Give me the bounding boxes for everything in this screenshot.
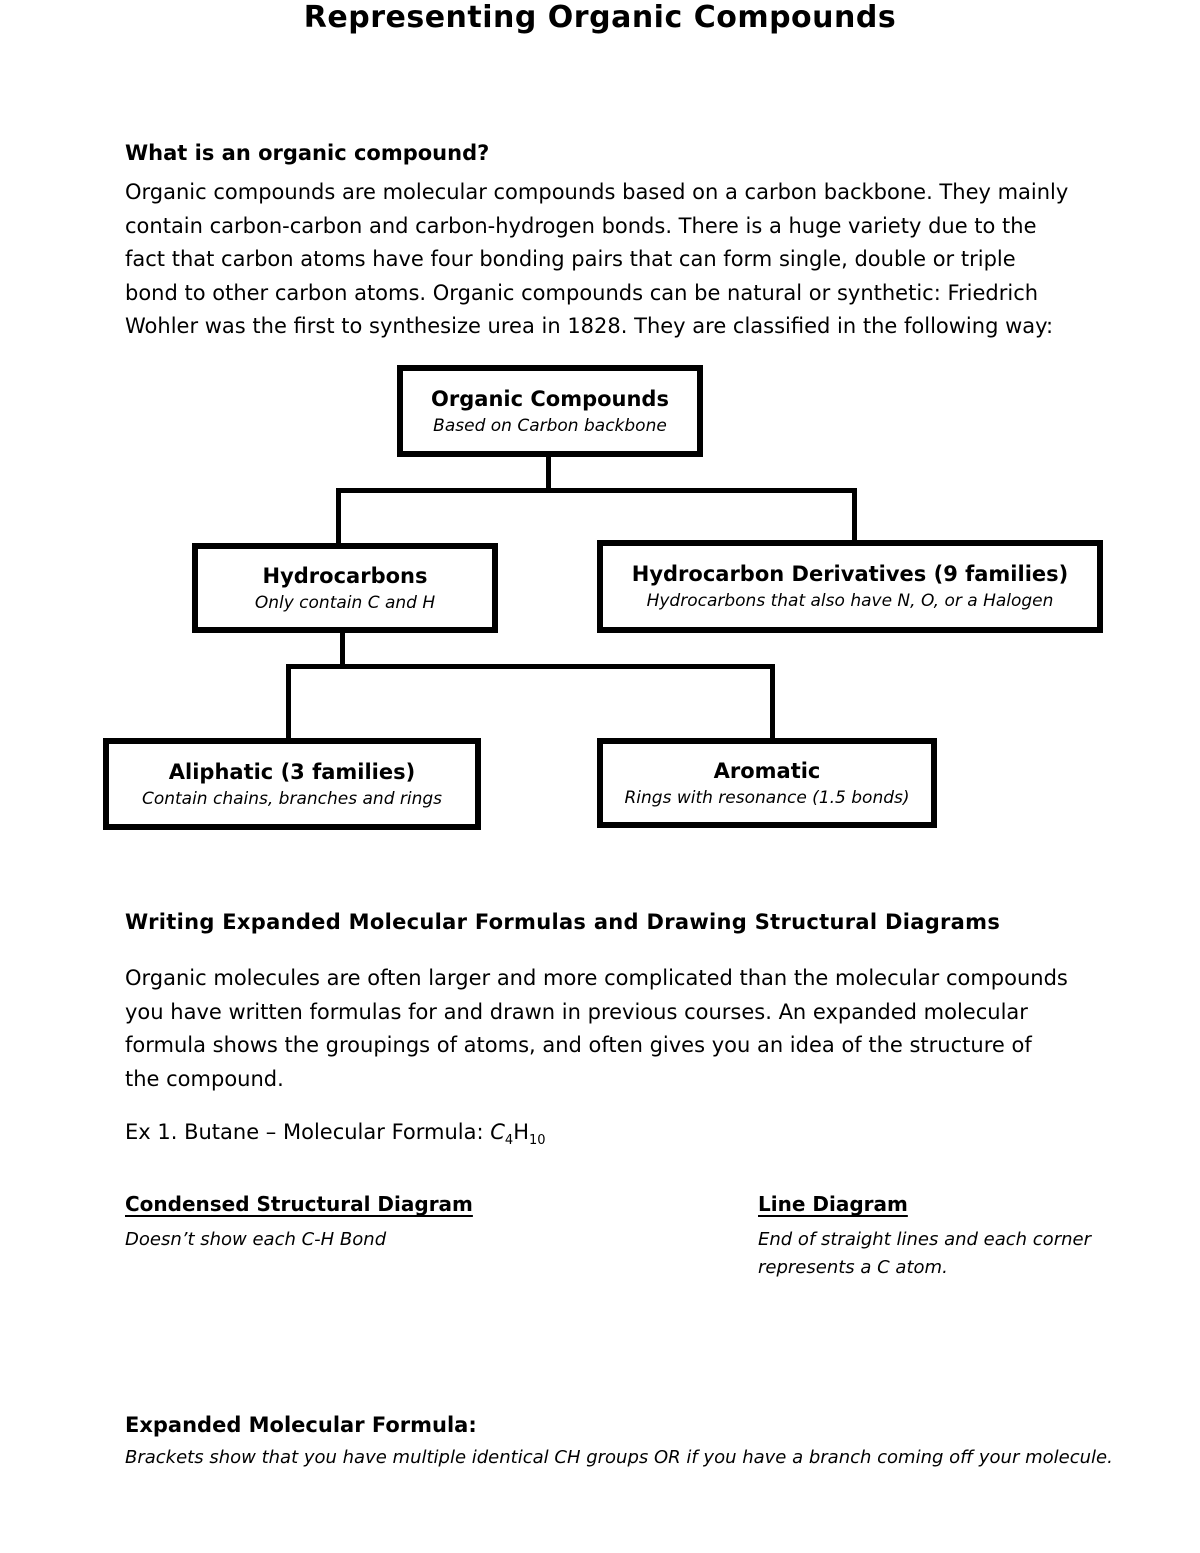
- line-diagram-heading: Line Diagram: [758, 1192, 908, 1216]
- section-paragraph: Organic molecules are often larger and m…: [125, 966, 1068, 1091]
- expanded-molecular-formula-heading: Expanded Molecular Formula:: [125, 1413, 477, 1437]
- node-subtitle: Based on Carbon backbone: [433, 415, 667, 436]
- flowchart-node-hydrocarbon-derivatives: Hydrocarbon Derivatives (9 families) Hyd…: [597, 540, 1103, 633]
- flowchart-node-organic-compounds: Organic Compounds Based on Carbon backbo…: [397, 365, 703, 457]
- condensed-structural-diagram-heading: Condensed Structural Diagram: [125, 1192, 473, 1216]
- condensed-structural-diagram-column: Condensed Structural Diagram Doesn’t sho…: [125, 1192, 473, 1254]
- node-title: Hydrocarbons: [262, 563, 428, 588]
- flowchart-node-aliphatic: Aliphatic (3 families) Contain chains, b…: [103, 738, 481, 830]
- node-title: Hydrocarbon Derivatives (9 families): [631, 562, 1069, 586]
- example-prefix: Ex 1. Butane – Molecular Formula:: [125, 1120, 491, 1144]
- formula-hydrogen-symbol: H: [513, 1120, 529, 1144]
- flowchart-connector-segment: [340, 631, 345, 669]
- expanded-molecular-formula-note: Brackets show that you have multiple ide…: [125, 1447, 1113, 1468]
- section-heading-writing-formulas: Writing Expanded Molecular Formulas and …: [125, 910, 1001, 934]
- line-diagram-column: Line Diagram End of straight lines and e…: [758, 1192, 1091, 1282]
- formula-carbon-subscript: 4: [504, 1133, 514, 1149]
- formula-hydrogen-subscript: 10: [528, 1133, 546, 1149]
- page-title: Representing Organic Compounds: [303, 0, 897, 35]
- example-butane-formula: Ex 1. Butane – Molecular Formula: C4H10: [125, 1120, 546, 1148]
- formula-carbon-symbol: C: [490, 1120, 505, 1144]
- flowchart-connector-segment: [286, 664, 775, 669]
- flowchart-connector-segment: [336, 488, 341, 545]
- flowchart-connector-segment: [286, 664, 291, 740]
- node-subtitle: Contain chains, branches and rings: [141, 788, 443, 809]
- flowchart-node-aromatic: Aromatic Rings with resonance (1.5 bonds…: [597, 738, 937, 828]
- flowchart-connector-segment: [546, 455, 551, 493]
- flowchart-node-hydrocarbons: Hydrocarbons Only contain C and H: [192, 543, 498, 633]
- node-title: Organic Compounds: [431, 386, 669, 411]
- flowchart-connector-segment: [852, 488, 857, 542]
- flowchart-connector-segment: [770, 664, 775, 740]
- node-subtitle: Only contain C and H: [254, 592, 436, 613]
- condensed-structural-diagram-note: Doesn’t show each C-H Bond: [125, 1229, 387, 1250]
- line-diagram-note: End of straight lines and each corner re…: [758, 1229, 1091, 1278]
- node-subtitle: Rings with resonance (1.5 bonds): [624, 787, 910, 808]
- node-subtitle: Hydrocarbons that also have N, O, or a H…: [646, 591, 1054, 611]
- node-title: Aromatic: [713, 758, 821, 783]
- flowchart-connector-segment: [336, 488, 857, 493]
- intro-paragraph: Organic compounds are molecular compound…: [125, 180, 1069, 338]
- node-title: Aliphatic (3 families): [168, 759, 416, 784]
- intro-heading: What is an organic compound?: [125, 141, 490, 165]
